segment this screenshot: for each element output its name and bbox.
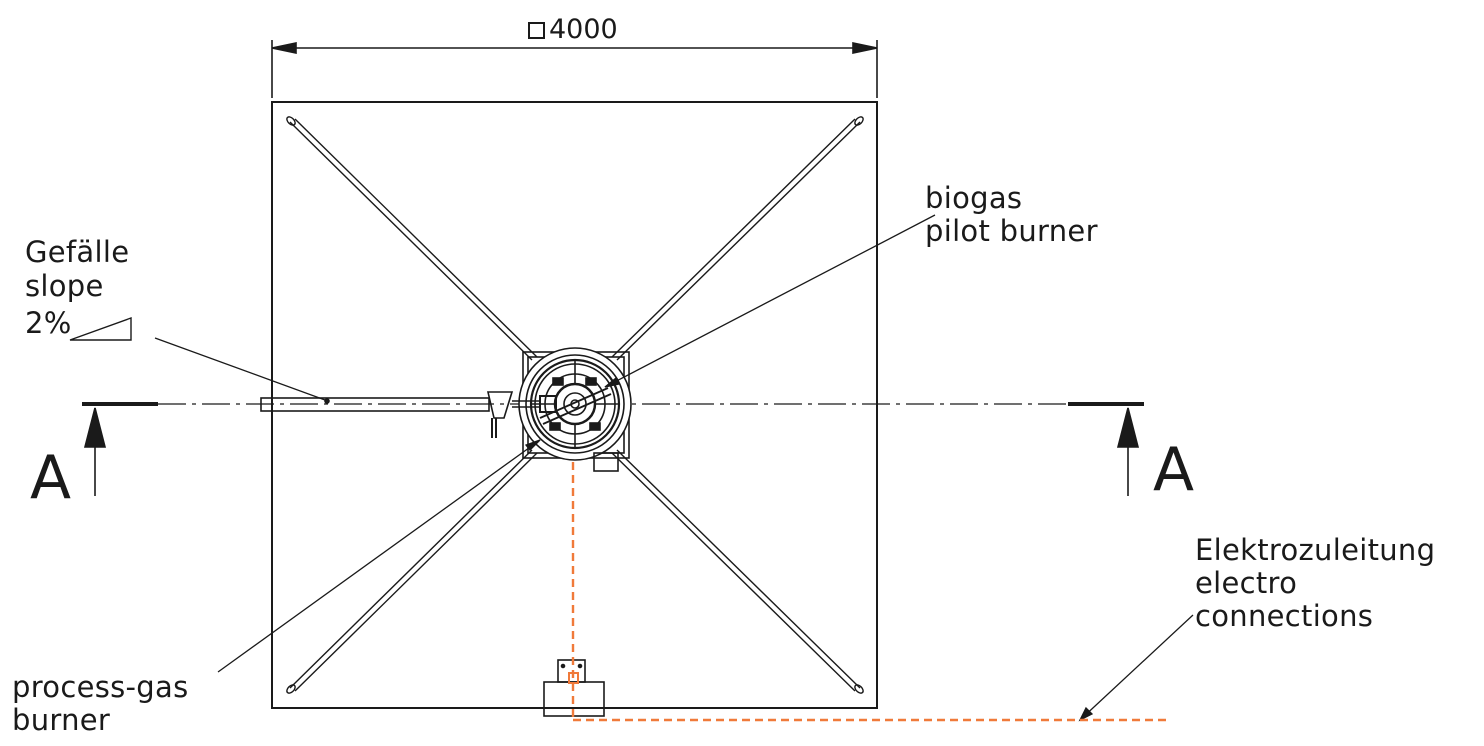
label-electro-line3: connections bbox=[1195, 599, 1374, 633]
drain-pipe bbox=[260, 391, 514, 438]
label-slope-line2: slope bbox=[25, 269, 104, 303]
label-biogas-line2: pilot burner bbox=[925, 214, 1098, 248]
label-biogas-line1: biogas bbox=[925, 181, 1023, 215]
label-process-gas-line2: burner bbox=[12, 703, 111, 737]
label-process-gas-line1: process-gas bbox=[12, 670, 189, 704]
label-electro-line2: electro bbox=[1195, 566, 1298, 600]
section-marker-left: A bbox=[30, 443, 72, 513]
dimension-label: 4000 bbox=[528, 16, 618, 43]
foundation-slab bbox=[271, 101, 878, 709]
dimension-line bbox=[271, 40, 878, 98]
label-slope-line3: 2% bbox=[25, 306, 72, 340]
label-slope-line1: Gefälle bbox=[25, 235, 130, 269]
label-electro-line1: Elektrozuleitung bbox=[1195, 533, 1436, 567]
guy-lines bbox=[286, 116, 864, 694]
section-marker-right: A bbox=[1153, 435, 1195, 505]
dimension-value: 4000 bbox=[549, 14, 618, 45]
square-symbol-icon bbox=[528, 22, 545, 39]
slope-symbol bbox=[69, 317, 132, 341]
electro-terminal bbox=[568, 672, 579, 684]
electro-cable bbox=[571, 462, 1170, 722]
leader-lines bbox=[154, 214, 1194, 722]
burner-assembly bbox=[512, 347, 632, 472]
